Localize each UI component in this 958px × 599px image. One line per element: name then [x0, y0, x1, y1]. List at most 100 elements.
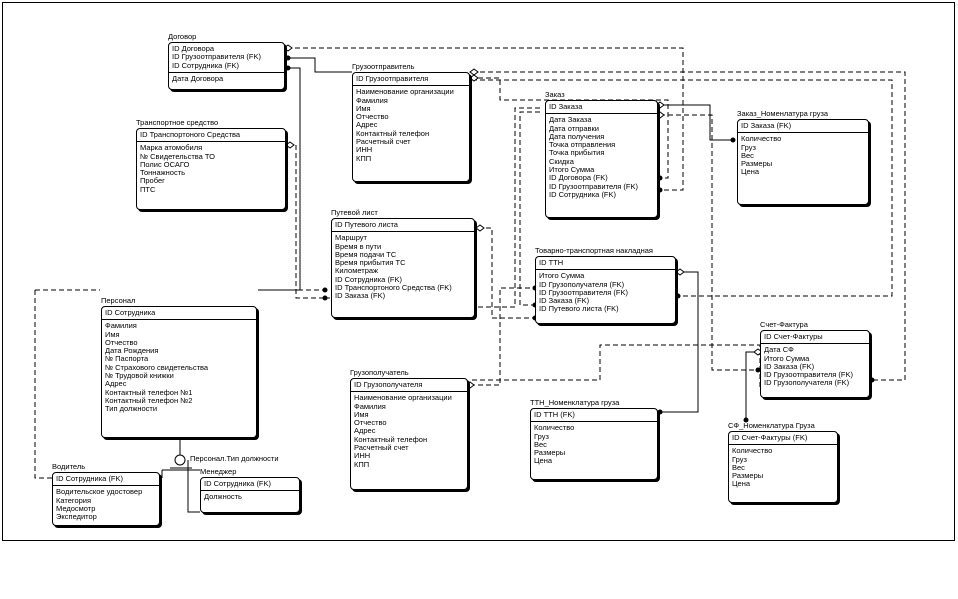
attr-list: Водительское удостовер Категория Медосмо… [53, 486, 159, 523]
attr: № Паспорта [105, 354, 149, 364]
attr: Имя [105, 329, 120, 339]
attr: ID Грузополучателя (FK) [764, 378, 850, 388]
entity-menedzher[interactable]: Менеджер ID Сотрудника (FK) Должность [200, 467, 300, 513]
attr: Отчество [354, 418, 387, 428]
attr: Километраж [335, 266, 379, 276]
key-list: ID Счет-Фактуры [761, 331, 869, 345]
attr: ID Заказа (FK) [335, 291, 386, 301]
attr-list: Наименование организации Фамилия Имя Отч… [351, 392, 467, 471]
entity-title: Заказ_Номенлатура груза [737, 109, 829, 118]
attr-list: Фамилия Имя Отчество Дата Рождения № Пас… [102, 320, 256, 415]
attr: Имя [354, 409, 369, 419]
attr: Фамилия [105, 321, 137, 331]
attr: Вес [534, 439, 547, 449]
subtype-label: Персонал.Тип должности [190, 454, 279, 463]
attr: Отчество [105, 337, 138, 347]
attr: Цена [732, 479, 751, 489]
attr: ID Грузоотправителя (FK) [549, 181, 638, 191]
attr: № Страхового свидетельства [105, 362, 209, 372]
attr: Количество [534, 423, 575, 433]
key-list: ID Заказа [546, 101, 657, 115]
key-list: ID Грузополучателя [351, 379, 467, 393]
attr: Адрес [354, 426, 376, 436]
entity-voditel[interactable]: Водитель ID Сотрудника (FK) Водительское… [52, 462, 160, 526]
entity-title: Транспортное средство [136, 118, 219, 127]
entity-putevoy-list[interactable]: Путевой лист ID Путевого листа Маршрут В… [331, 208, 475, 318]
entity-title: Путевой лист [331, 208, 378, 217]
entity-transport[interactable]: Транспортное средство ID Транспортоного … [136, 118, 286, 210]
attr: ИНН [356, 145, 373, 155]
attr: Контактный телефон №1 [105, 387, 193, 397]
entity-schet-faktura[interactable]: Счет-Фактура ID Счет-Фактуры Дата СФ Ито… [760, 320, 870, 398]
rel-schet-sfnom [745, 351, 756, 420]
attr: КПП [354, 459, 370, 469]
attr: ИНН [354, 451, 371, 461]
attr-list: Наименование организации Фамилия Имя Отч… [353, 86, 469, 165]
key-attr: ID Счет-Фактуры [764, 332, 823, 341]
entity-ttn[interactable]: Товарно-транспортная накладная ID ТТН Ит… [535, 246, 676, 324]
key-attr: ID Сотрудника [105, 308, 156, 317]
key-attr: ID Сотрудника (FK) [172, 60, 240, 70]
attr-list: Количество Груз Вес Размеры Цена [531, 422, 657, 467]
entity-zakaz[interactable]: Заказ ID Заказа Дата Заказа Дата отправк… [545, 90, 658, 218]
entity-gruzopoluchatel[interactable]: Грузополучатель ID Грузополучателя Наиме… [350, 368, 468, 490]
rel-gruzootpr-schet [472, 71, 906, 381]
attr: ID Грузополучателя (FK) [539, 279, 625, 289]
rel-putevoy-ttn [478, 227, 535, 319]
attr: Полис ОСАГО [140, 159, 190, 169]
attr: Цена [534, 456, 553, 466]
attr: Наименование организации [356, 87, 454, 97]
key-attr: ID Транспортоного Средства [140, 130, 241, 139]
rel-ttn-nom [660, 271, 699, 413]
attr: Дата СФ [764, 345, 794, 355]
attr: Маршрут [335, 233, 367, 243]
subtype-symbol [174, 454, 186, 466]
attr-list: Дата Договора [169, 73, 284, 85]
attr: Фамилия [354, 401, 386, 411]
entity-ttn-nomenklatura[interactable]: ТТН_Номенклатура груза ID ТТН (FK) Колич… [530, 398, 658, 480]
attr: Отчество [356, 112, 389, 122]
entity-title: Водитель [52, 462, 86, 471]
key-attr: ID Грузополучателя [354, 380, 423, 389]
entity-title: СФ_Номенклатура Груза [728, 421, 815, 430]
entity-zakaz-nomenklatura[interactable]: Заказ_Номенлатура груза ID Заказа (FK) К… [737, 109, 869, 205]
attr: Дата отправки [549, 123, 599, 133]
entity-title: Грузоотправитель [352, 62, 415, 71]
entity-personal[interactable]: Персонал ID Сотрудника Фамилия Имя Отчес… [101, 296, 257, 438]
key-attr: ID Сотрудника (FK) [204, 479, 272, 488]
entity-dogovor[interactable]: Договор ID Договора ID Грузоотправителя … [168, 32, 285, 90]
key-attr: ID Грузоотправителя [356, 74, 429, 83]
attr: Время подачи ТС [335, 249, 397, 259]
entity-title: Счет-Фактура [760, 320, 808, 329]
attr: Расчетный счет [356, 137, 411, 147]
key-attr: ID Грузоотправителя (FK) [172, 52, 261, 62]
attr: Контактный телефон [354, 434, 428, 444]
attr-list: Марка атомобиля № Свидетельства ТО Полис… [137, 142, 285, 196]
attr: ID Заказа (FK) [539, 296, 590, 306]
rel-zakaz-schet [660, 114, 758, 371]
attr: Время прибытия ТС [335, 258, 406, 268]
attr: Скидка [549, 156, 574, 166]
attr: Размеры [741, 159, 773, 169]
key-list: ID Транспортоного Средства [137, 129, 285, 143]
key-attr: ID ТТН (FK) [534, 410, 575, 419]
entity-gruzootpravitel[interactable]: Грузоотправитель ID Грузоотправителя Наи… [352, 62, 470, 182]
attr: Тип должности [105, 404, 158, 414]
key-list: ID Грузоотправителя [353, 73, 469, 87]
attr: Груз [741, 142, 756, 152]
attr: Размеры [732, 471, 764, 481]
entity-title: Грузополучатель [350, 368, 409, 377]
attr: Количество [741, 134, 782, 144]
entity-title: Менеджер [200, 467, 237, 476]
entity-sf-nomenklatura[interactable]: СФ_Номенклатура Груза ID Счет-Фактуры (F… [728, 421, 838, 503]
entity-title: Товарно-транспортная накладная [535, 246, 653, 255]
attr: Дата Договора [172, 73, 224, 83]
attr: Дата Рождения [105, 346, 159, 356]
attr: Адрес [356, 120, 378, 130]
attr: Итого Сумма [764, 353, 810, 363]
attr: Фамилия [356, 95, 388, 105]
key-list: ID Заказа (FK) [738, 120, 868, 134]
rel-personal-voditel-dash [34, 289, 100, 479]
attr: Контактный телефон [356, 128, 430, 138]
key-list: ID Счет-Фактуры (FK) [729, 432, 837, 446]
